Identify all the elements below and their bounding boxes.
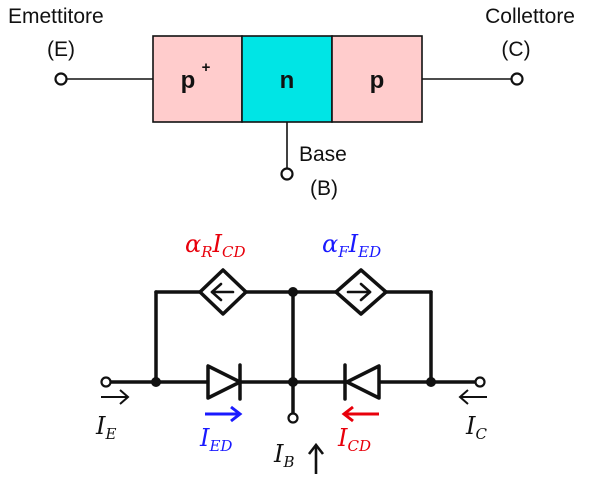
region-p-plus-label: p	[181, 67, 196, 94]
region-n	[241, 35, 333, 123]
junction-dot	[288, 287, 298, 297]
region-p-plus	[152, 35, 243, 123]
collector-terminal	[510, 72, 524, 86]
junction-dot	[288, 377, 298, 387]
collector-diode	[343, 363, 381, 401]
region-p-label: p	[370, 67, 385, 94]
collector-symbol: (C)	[501, 38, 530, 61]
junction-dot	[426, 377, 436, 387]
current-source-left-label: αRICD	[185, 230, 246, 261]
device-structure: Emettitore (E) Collettore (C) p + n p Ba…	[8, 5, 575, 200]
base-current-label: IB	[273, 440, 295, 471]
region-p-plus-superscript: +	[202, 59, 211, 76]
collector-name: Collettore	[485, 5, 575, 28]
base-circuit-terminal	[287, 412, 299, 424]
junction-dot	[151, 377, 161, 387]
base-current-arrow	[307, 442, 325, 474]
emitter-name: Emettitore	[8, 5, 104, 28]
emitter-diode-current-label: IED	[199, 424, 232, 455]
junction-dots	[151, 287, 436, 387]
collector-current-arrow	[458, 389, 487, 405]
emitter-terminal	[54, 72, 68, 86]
equivalent-circuit	[108, 268, 478, 416]
base-terminal	[280, 167, 294, 181]
base-name: Base	[299, 143, 347, 166]
emitter-diode	[206, 363, 242, 401]
emitter-symbol: (E)	[47, 38, 75, 61]
current-source-left	[198, 268, 248, 316]
current-source-right-label: αFIED	[322, 230, 381, 261]
region-p	[331, 35, 423, 123]
region-n-label: n	[280, 67, 295, 94]
emitter-diode-current-arrow	[205, 405, 243, 423]
emitter-current-arrow	[101, 389, 130, 405]
collector-diode-current-arrow	[341, 405, 379, 423]
collector-diode-current-label: ICD	[337, 424, 371, 455]
current-source-right	[334, 268, 388, 316]
emitter-circuit-terminal	[100, 376, 112, 388]
collector-circuit-terminal	[474, 376, 486, 388]
collector-current-label: IC	[465, 412, 487, 443]
base-symbol: (B)	[310, 177, 338, 200]
emitter-current-label: IE	[95, 412, 116, 443]
